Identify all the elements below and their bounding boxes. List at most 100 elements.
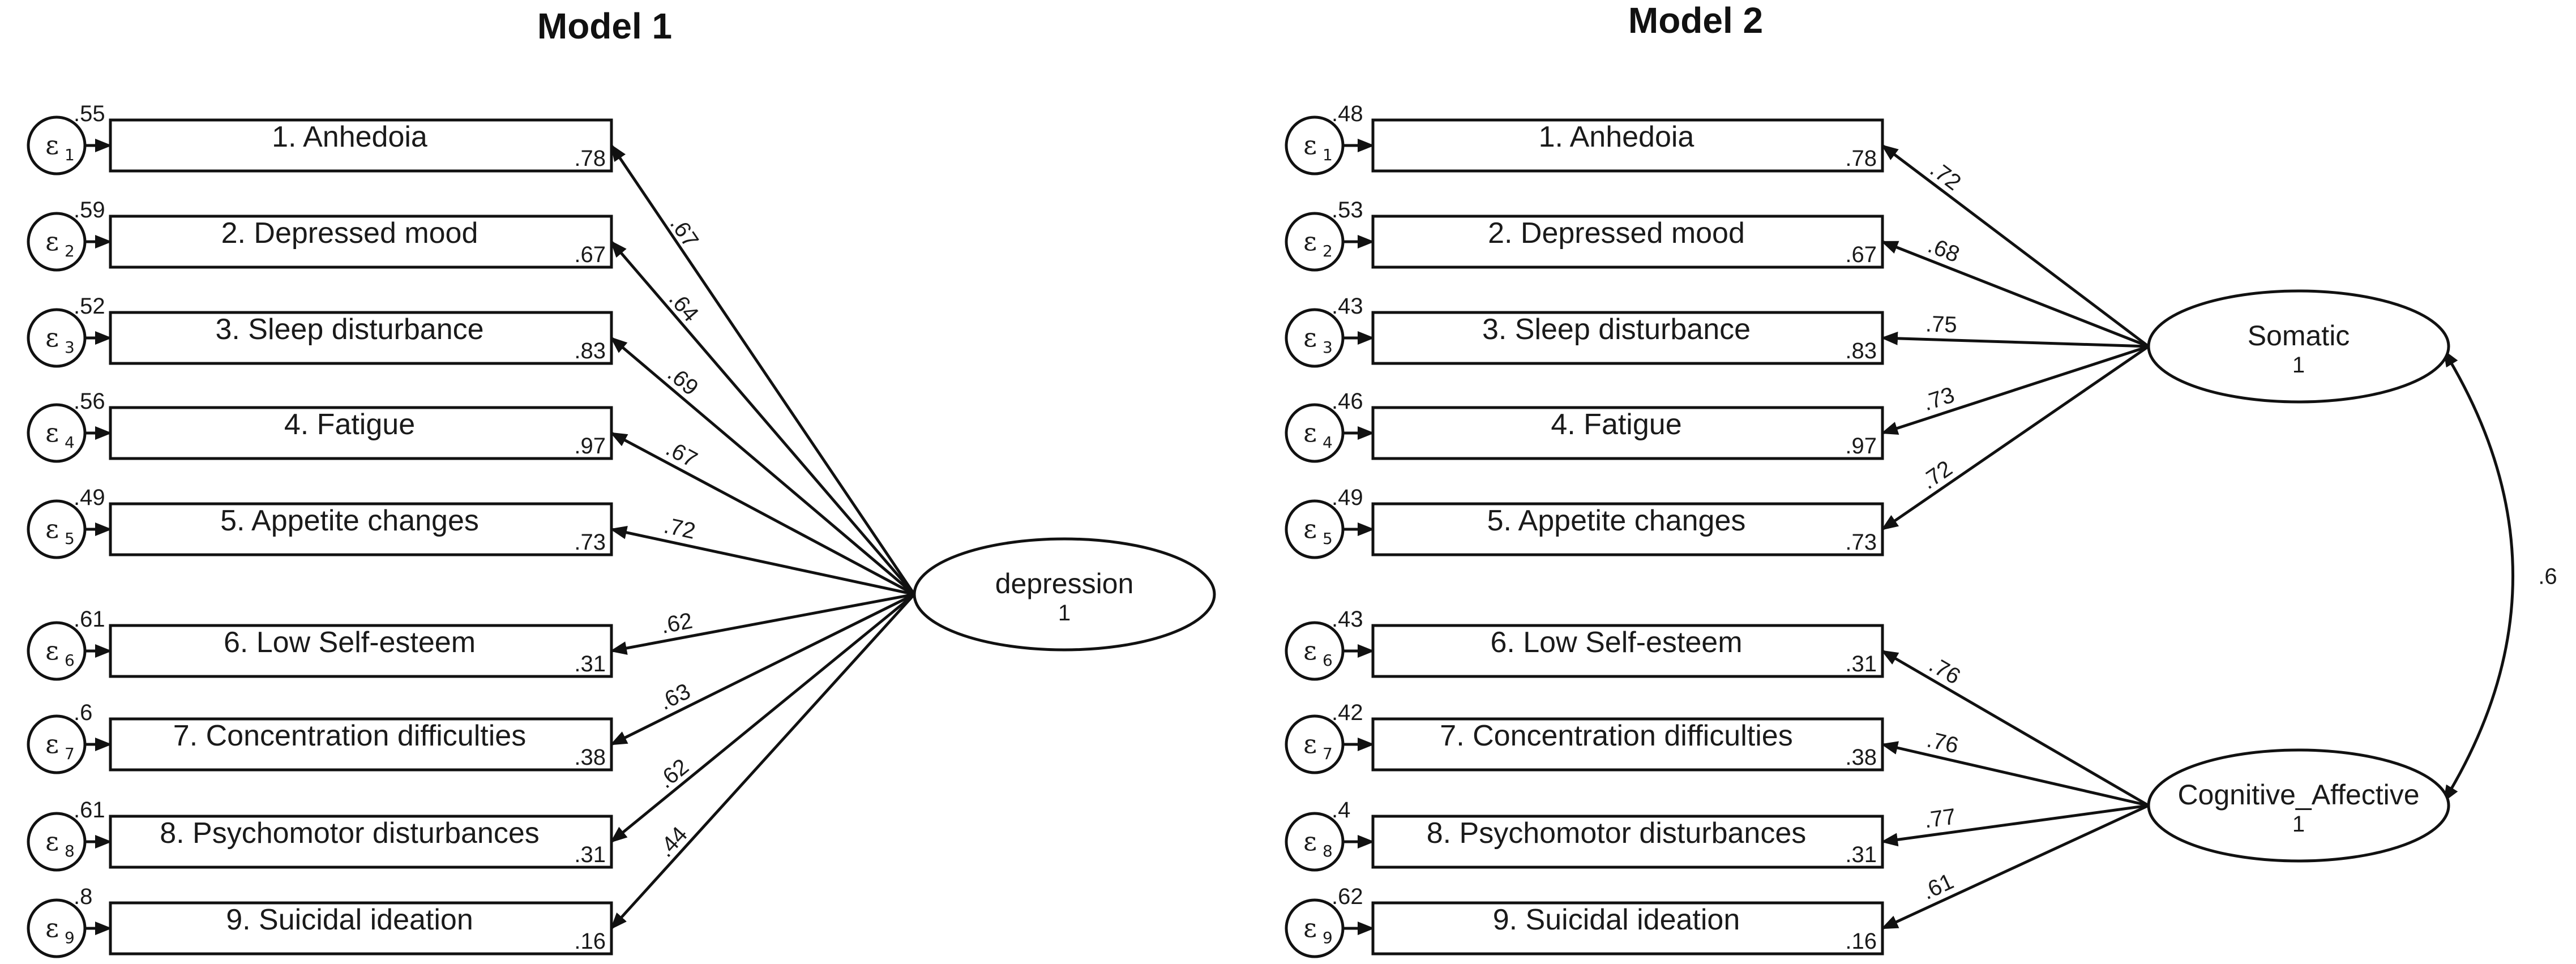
indicator-box (109, 215, 613, 269)
indicator-r2: .67 (1845, 242, 1877, 267)
error-term-index: 4 (65, 433, 75, 452)
model-title: Model 2 (1628, 0, 1763, 41)
error-variance: .8 (74, 884, 92, 909)
error-term-symbol: ε (45, 912, 59, 943)
error-term-circle (27, 403, 87, 463)
error-variance: .56 (74, 389, 105, 414)
indicator-box (109, 815, 613, 869)
factor-loading-value: .64 (664, 286, 704, 327)
error-variance: .46 (1332, 389, 1363, 414)
latent-factor-variance: 1 (1058, 601, 1071, 625)
factor-loading-arrow (1881, 804, 2149, 847)
factor-covariance-value: .6 (2538, 564, 2557, 589)
factor-loading-arrow (1881, 345, 2150, 531)
factor-loading-arrow (1881, 345, 2149, 435)
factor-loading-arrow (610, 337, 915, 595)
error-term-symbol: ε (1303, 513, 1317, 544)
indicator-label: 1. Anhedoia (1539, 121, 1694, 153)
factor-loading-arrow (1881, 804, 2150, 930)
indicator-box (1371, 118, 1884, 173)
error-variance: .53 (1332, 198, 1363, 222)
indicator-label: 3. Sleep disturbance (215, 313, 483, 346)
error-term-circle (27, 212, 87, 272)
indicator-r2: .31 (1845, 652, 1877, 676)
indicator-box (109, 717, 613, 772)
error-term-index: 8 (65, 842, 75, 860)
factor-loading-value: .68 (1924, 233, 1963, 267)
error-term-symbol: ε (1303, 826, 1317, 856)
indicator-r2: .38 (1845, 745, 1877, 770)
latent-factor-ellipse (2147, 748, 2450, 863)
indicator-r2: .31 (1845, 842, 1877, 867)
error-variance: .52 (74, 294, 105, 319)
error-variance: .43 (1332, 294, 1363, 319)
indicator-label: 8. Psychomotor disturbances (160, 817, 540, 850)
factor-loading-value: .72 (1925, 156, 1966, 195)
indicator-box (109, 118, 613, 173)
factor-loading-arrow (1881, 331, 2149, 348)
latent-factor-variance: 1 (2292, 353, 2305, 378)
error-term-symbol: ε (45, 417, 59, 448)
indicator-r2: .38 (574, 745, 606, 770)
factor-loading-arrow (1881, 240, 2149, 348)
error-term-index: 3 (65, 338, 75, 357)
indicator-box (109, 502, 613, 556)
indicator-r2: .97 (1845, 434, 1877, 459)
error-variance: .61 (74, 607, 105, 632)
error-variance: .62 (1332, 884, 1363, 909)
indicator-label: 6. Low Self-esteem (224, 626, 476, 659)
error-term-circle (1285, 308, 1345, 368)
indicator-label: 7. Concentration difficulties (173, 719, 526, 752)
indicator-label: 1. Anhedoia (272, 121, 427, 153)
error-term-circle (1285, 898, 1345, 958)
indicator-box (1371, 717, 1884, 772)
error-term-index: 4 (1323, 433, 1333, 452)
factor-loading-value: .62 (653, 754, 694, 793)
error-variance: .61 (74, 798, 105, 822)
indicator-label: 5. Appetite changes (1487, 504, 1746, 537)
factor-covariance-arrow (2442, 349, 2514, 803)
factor-loading-value: .76 (1924, 727, 1961, 758)
factor-loading-arrow (610, 593, 915, 655)
factor-loading-value: .62 (659, 608, 695, 638)
error-term-symbol: ε (1303, 729, 1317, 759)
error-term-symbol: ε (45, 226, 59, 256)
error-term-circle (27, 499, 87, 559)
factor-loading-value: .72 (662, 513, 698, 544)
error-variance: .49 (74, 485, 105, 510)
indicator-box (109, 311, 613, 365)
factor-loading-value: .76 (1925, 652, 1965, 689)
factor-loading-arrow (610, 593, 915, 746)
indicator-label: 3. Sleep disturbance (1482, 313, 1751, 346)
indicator-box (1371, 406, 1884, 460)
error-term-index: 7 (65, 744, 75, 763)
indicator-label: 4. Fatigue (1551, 408, 1681, 441)
indicator-r2: .73 (574, 530, 606, 555)
indicator-r2: .83 (1845, 339, 1877, 363)
error-term-index: 6 (1323, 651, 1333, 670)
indicator-r2: .67 (574, 242, 606, 267)
indicator-box (1371, 901, 1884, 956)
factor-loading-arrow (1881, 649, 2150, 807)
factor-loading-value: .69 (663, 361, 703, 401)
latent-factor-ellipse (2147, 289, 2450, 404)
indicator-box (109, 901, 613, 956)
error-variance: .55 (74, 101, 105, 126)
error-term-circle (27, 115, 87, 175)
factor-loading-value: .44 (653, 822, 692, 862)
factor-loading-arrow (1881, 144, 2150, 348)
indicator-label: 4. Fatigue (284, 408, 415, 441)
factor-loading-arrow (610, 525, 915, 596)
indicator-label: 8. Psychomotor disturbances (1427, 817, 1807, 850)
indicator-label: 6. Low Self-esteem (1490, 626, 1742, 659)
error-term-circle (1285, 714, 1345, 774)
indicator-r2: .97 (574, 434, 606, 459)
factor-loading-value: .63 (655, 679, 694, 715)
error-variance: .42 (1332, 700, 1363, 725)
indicator-label: 2. Depressed mood (1488, 217, 1745, 250)
error-variance: .4 (1332, 798, 1350, 822)
indicator-box (109, 406, 613, 460)
indicator-box (1371, 624, 1884, 678)
indicator-label: 7. Concentration difficulties (1440, 719, 1792, 752)
